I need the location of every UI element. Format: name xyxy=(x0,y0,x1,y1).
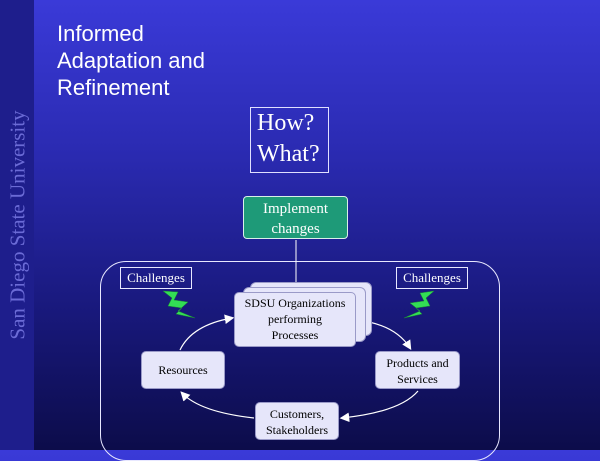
customers-line-2: Stakeholders xyxy=(266,423,328,437)
title-line-2: Adaptation and xyxy=(57,48,206,73)
question-how: How? xyxy=(257,110,315,136)
lightning-icon xyxy=(162,290,196,319)
how-what-box: How? What? xyxy=(250,107,329,173)
implement-line-2: changes xyxy=(271,221,320,237)
title-line-3: Refinement xyxy=(57,75,170,100)
products-line-2: Services xyxy=(397,372,438,386)
sdsu-line-1: SDSU Organizations xyxy=(244,296,346,310)
sdsu-line-3: Processes xyxy=(271,328,319,342)
sdsu-organizations-node: SDSU Organizations performing Processes xyxy=(234,292,356,347)
challenges-left-label: Challenges xyxy=(120,267,192,289)
sidebar-band xyxy=(0,0,34,450)
products-services-node: Products and Services xyxy=(375,351,460,389)
diagram-connectors xyxy=(162,284,435,423)
implement-line-1: Implement xyxy=(263,201,328,217)
resources-node: Resources xyxy=(141,351,225,389)
cycle-arrow-bottom-right xyxy=(339,390,419,423)
question-what: What? xyxy=(257,141,320,167)
sdsu-line-2: performing xyxy=(268,312,322,326)
challenges-right-label: Challenges xyxy=(396,267,468,289)
title-line-1: Informed xyxy=(57,21,144,46)
products-line-1: Products and xyxy=(386,356,449,370)
cycle-arrow-bottom-left xyxy=(180,391,255,419)
slide-title: Informed Adaptation and Refinement xyxy=(57,20,277,101)
implement-changes-box: Implement changes xyxy=(243,196,348,239)
cycle-arrow-top-left xyxy=(179,314,235,351)
customers-line-1: Customers, xyxy=(269,407,325,421)
customers-stakeholders-node: Customers, Stakeholders xyxy=(255,402,339,440)
lightning-icon xyxy=(403,290,435,319)
